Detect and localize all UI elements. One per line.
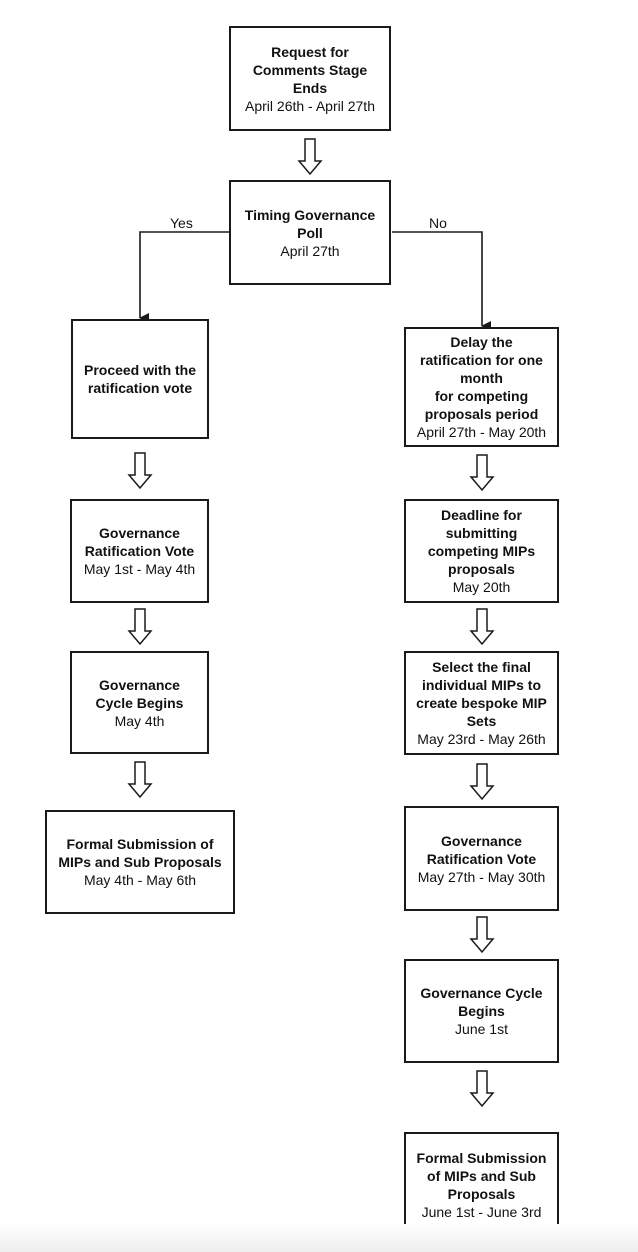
- delay-ratification-node: Delay the ratification for one month for…: [404, 327, 559, 447]
- node-date: April 26th - April 27th: [245, 97, 375, 114]
- node-title: Formal Submission of MIPs and Sub Propos…: [58, 836, 222, 870]
- down-arrow-icon: [469, 763, 495, 801]
- no-formal-submission-node: Formal Submission of MIPs and Sub Propos…: [404, 1132, 559, 1238]
- node-title: Governance Cycle Begins: [420, 985, 543, 1019]
- yes-formal-submission-node: Formal Submission of MIPs and Sub Propos…: [45, 810, 235, 914]
- node-title: Deadline for submitting competing MIPs p…: [427, 507, 536, 577]
- node-title: Select the final individual MIPs to crea…: [416, 659, 547, 729]
- rfc-stage-ends-node: Request for Comments Stage Ends April 26…: [229, 26, 391, 131]
- node-date: May 27th - May 30th: [417, 868, 546, 885]
- bottom-fade: [0, 1224, 638, 1252]
- node-title: Request for Comments Stage Ends: [252, 43, 368, 96]
- node-date: April 27th - May 20th: [416, 424, 547, 440]
- no-label: No: [429, 215, 447, 231]
- node-date: May 4th: [114, 712, 165, 729]
- down-arrow-icon: [297, 138, 323, 176]
- node-date: May 20th: [452, 579, 511, 595]
- node-title: Governance Cycle Begins: [95, 676, 184, 711]
- down-arrow-icon: [127, 608, 153, 646]
- yes-governance-cycle-node: Governance Cycle Begins May 4th: [70, 651, 209, 754]
- node-date: June 1st: [455, 1021, 508, 1037]
- node-date: June 1st - June 3rd: [421, 1204, 542, 1220]
- node-title: Governance Ratification Vote: [84, 525, 195, 559]
- node-date: May 23rd - May 26th: [417, 731, 546, 747]
- node-title: Governance Ratification Vote: [426, 832, 537, 867]
- down-arrow-icon: [469, 1070, 495, 1108]
- node-date: May 4th - May 6th: [83, 872, 197, 888]
- node-date: May 1st - May 4th: [83, 561, 196, 577]
- proceed-ratification-node: Proceed with the ratification vote: [71, 319, 209, 439]
- node-title: Timing Governance Poll: [244, 206, 376, 241]
- node-title: Delay the ratification for one month for…: [420, 334, 543, 422]
- down-arrow-icon: [127, 452, 153, 490]
- yes-ratification-vote-node: Governance Ratification Vote May 1st - M…: [70, 499, 209, 603]
- yes-label: Yes: [170, 215, 193, 231]
- yes-branch-connector: [139, 231, 230, 323]
- no-ratification-vote-node: Governance Ratification Vote May 27th - …: [404, 806, 559, 911]
- deadline-competing-mips-node: Deadline for submitting competing MIPs p…: [404, 499, 559, 603]
- node-title: Formal Submission of MIPs and Sub Propos…: [416, 1150, 547, 1202]
- no-governance-cycle-node: Governance Cycle Begins June 1st: [404, 959, 559, 1063]
- no-branch-connector: [392, 231, 491, 331]
- node-title: Proceed with the ratification vote: [83, 362, 197, 396]
- down-arrow-icon: [469, 454, 495, 492]
- down-arrow-icon: [469, 916, 495, 954]
- select-final-mips-node: Select the final individual MIPs to crea…: [404, 651, 559, 755]
- timing-governance-poll-node: Timing Governance Poll April 27th: [229, 180, 391, 285]
- down-arrow-icon: [469, 608, 495, 646]
- node-date: April 27th: [280, 242, 340, 259]
- down-arrow-icon: [127, 761, 153, 799]
